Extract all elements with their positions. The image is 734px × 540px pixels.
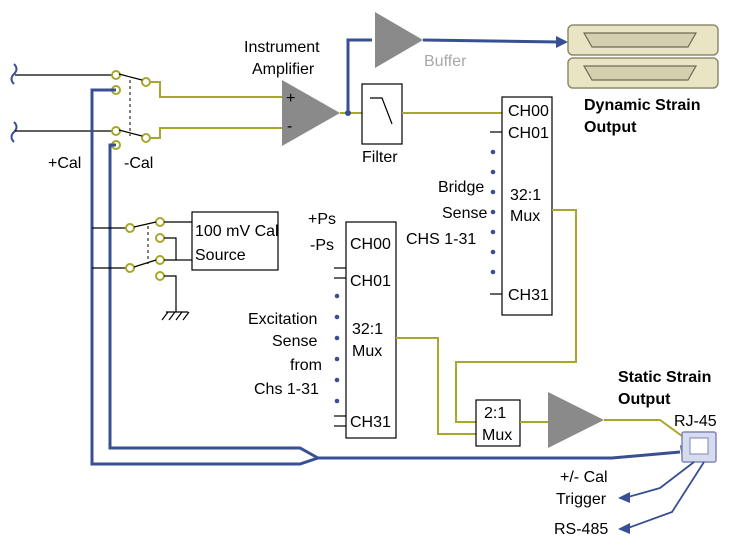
plus-cal-label: +Cal	[48, 155, 81, 172]
dynamic-output-label-2: Output	[584, 119, 637, 136]
bridge-mux-ch-second: CH01	[508, 125, 549, 142]
bridge-mux-ch-last: CH31	[508, 287, 549, 304]
relay-contact	[141, 133, 151, 143]
bridge-mux-side-3: CHS 1-31	[406, 231, 476, 248]
cal-relay-contact	[125, 223, 135, 233]
cal-relay-contact	[155, 271, 165, 281]
rs485-label: RS-485	[554, 521, 608, 538]
bridge-mux-box	[501, 96, 553, 316]
excitation-mux-side-1: Excitation	[248, 311, 317, 328]
connector-bottom-slot	[582, 65, 698, 81]
bridge-mux-side-2: Sense	[442, 205, 487, 222]
amp-plus-label: +	[286, 90, 295, 107]
minus-cal-label: -Cal	[124, 155, 153, 172]
output-mux-ratio-1: 2:1	[484, 405, 506, 422]
plus-ps-label: +Ps	[308, 211, 336, 228]
buffer-amplifier-symbol	[375, 12, 423, 68]
cal-trigger-label-2: Trigger	[556, 491, 607, 508]
excitation-mux-ch-last: CH31	[350, 414, 391, 431]
cal-relay-contact	[155, 217, 165, 227]
input-squiggle-top	[10, 63, 18, 85]
excitation-mux-side-3: from	[290, 357, 322, 374]
buffer-output-arrow	[556, 36, 568, 48]
relay-arm	[118, 73, 143, 81]
bridge-mux-ratio-2: Mux	[510, 208, 540, 225]
excitation-mux-side-4: Chs 1-31	[254, 381, 319, 398]
amp-minus-wire	[150, 127, 282, 139]
cal-relay-contact	[155, 233, 165, 243]
bridge-mux-ratio-1: 32:1	[510, 187, 541, 204]
output-amplifier-symbol	[548, 392, 604, 448]
amp-plus-wire	[150, 81, 282, 98]
rs485-arrow	[618, 523, 630, 534]
rj45-label: RJ-45	[674, 413, 717, 430]
buffer-feed-wire	[346, 38, 372, 113]
cal-wire-inner	[108, 143, 319, 460]
relay-contact	[111, 126, 121, 136]
relay-arm	[118, 129, 143, 137]
amp-minus-label: -	[287, 118, 292, 135]
bridge-mux-output-wire	[455, 209, 577, 423]
rs485-wire	[627, 461, 705, 529]
cal-relay-contact	[155, 255, 165, 265]
excitation-mux-box	[345, 221, 397, 439]
instrument-amplifier-label-1: Instrument	[244, 39, 320, 56]
filter-icon	[370, 97, 393, 125]
output-amp-wire	[604, 419, 683, 437]
buffer-output-wire	[422, 38, 561, 44]
minus-ps-label: -Ps	[310, 237, 334, 254]
cal-source-box	[191, 211, 279, 271]
instrument-amplifier-label-2: Amplifier	[252, 61, 315, 78]
excitation-mux-ch-second: CH01	[350, 273, 391, 290]
instrument-amplifier-symbol	[282, 80, 340, 146]
excitation-mux-ratio-2: Mux	[352, 343, 382, 360]
excitation-mux-output-wire	[396, 337, 476, 435]
excitation-mux-ratio-1: 32:1	[352, 321, 383, 338]
input-squiggle-bottom	[10, 121, 18, 143]
filter-box	[361, 83, 403, 145]
cal-trigger-label-1: +/- Cal	[560, 469, 608, 486]
filter-label: Filter	[362, 149, 398, 166]
excitation-mux-dots	[334, 293, 340, 404]
bridge-mux-side-1: Bridge	[438, 179, 484, 196]
excitation-mux-ch-top: CH00	[350, 236, 391, 253]
dynamic-output-label-1: Dynamic Strain	[584, 97, 700, 114]
trigger-arrow	[618, 492, 630, 503]
bridge-mux-dots	[490, 149, 496, 275]
static-output-label-2: Output	[618, 391, 671, 408]
cal-wire-outer	[90, 88, 681, 466]
cal-source-label-2: Source	[195, 247, 246, 264]
bridge-mux-ch-top: CH00	[508, 103, 549, 120]
excitation-mux-side-2: Sense	[272, 333, 317, 350]
buffer-label: Buffer	[424, 53, 467, 70]
trigger-wire	[627, 461, 695, 498]
relay-contact	[141, 77, 151, 87]
cal-source-label-1: 100 mV Cal	[195, 223, 279, 240]
relay-contact	[111, 70, 121, 80]
static-output-label-1: Static Strain	[618, 369, 711, 386]
ground-symbol	[161, 311, 190, 321]
cal-relay-contact	[125, 263, 135, 273]
connector-top-slot	[582, 32, 698, 48]
output-mux-ratio-2: Mux	[482, 427, 512, 444]
